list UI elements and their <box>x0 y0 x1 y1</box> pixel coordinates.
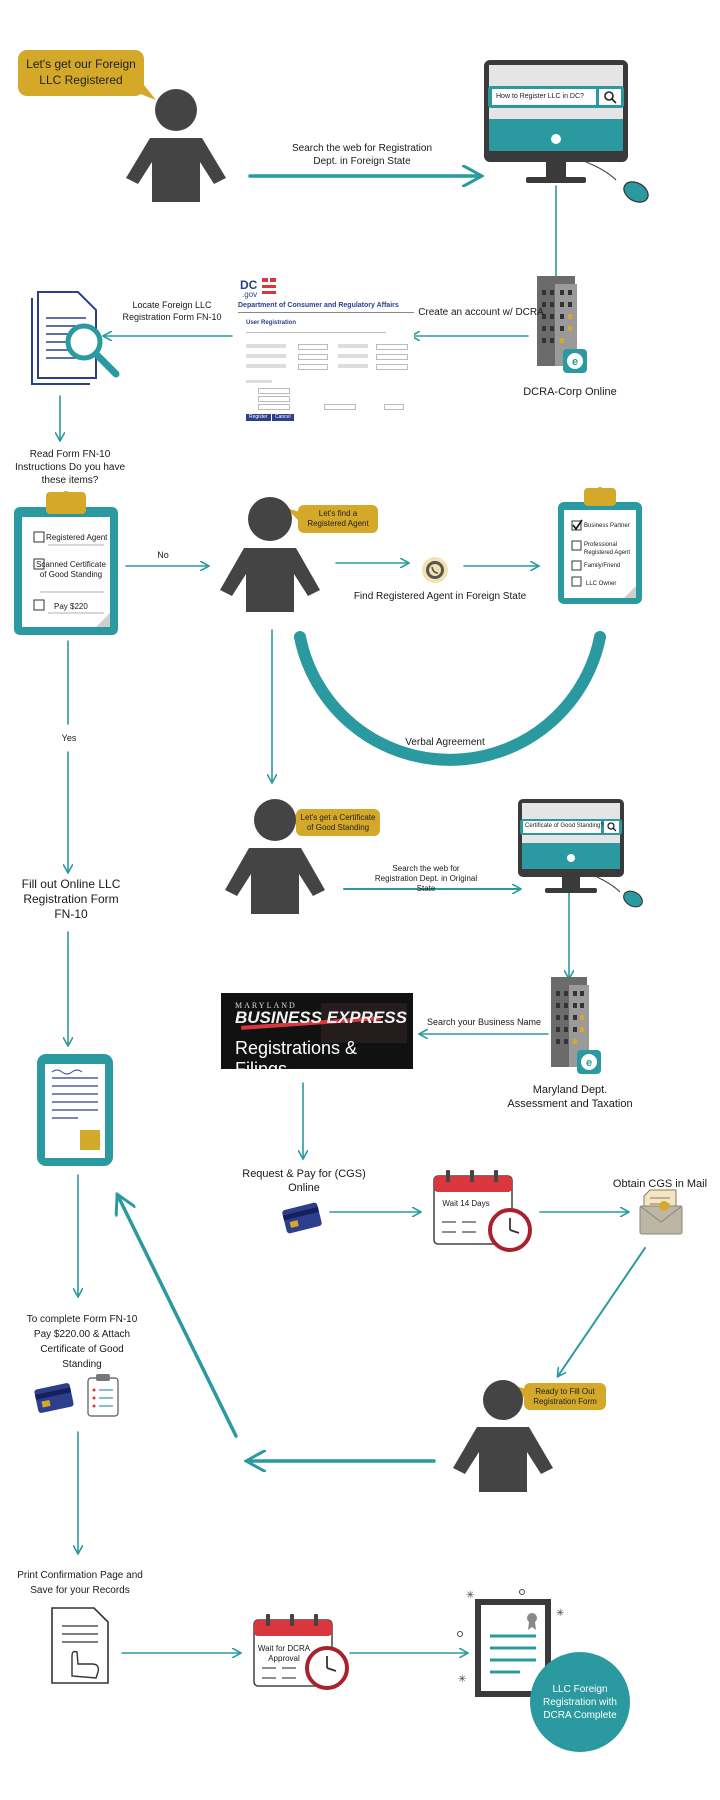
label-find-agent: Find Registered Agent in Foreign State <box>353 591 527 602</box>
monitor2-search-text: Certificate of Good Standing? <box>525 823 604 829</box>
checklist-left-item-1: Registered Agent <box>46 533 108 542</box>
speech-bubble-1 <box>18 50 156 100</box>
credit-card-icon-1 <box>282 1202 322 1234</box>
dcra-logo-gov: .gov <box>242 290 258 299</box>
tablet-form-icon <box>37 1054 113 1166</box>
svg-text:e: e <box>586 1057 592 1069</box>
credit-card-icon-2 <box>34 1383 74 1413</box>
mail-envelope-icon <box>639 1189 683 1235</box>
label-read-form: Read Form FN-10 Instructions Do you have… <box>14 449 126 486</box>
bubble-ready-text: Ready to Fill Out Registration Form <box>533 1387 597 1406</box>
svg-text:✳: ✳ <box>466 1590 474 1601</box>
computer-monitor-icon-1 <box>484 60 649 203</box>
checklist-left-item-3: Pay $220 <box>54 602 88 611</box>
label-to-complete: To complete Form FN-10 Pay $220.00 & Att… <box>26 1314 138 1370</box>
receipt-icon <box>87 1374 119 1417</box>
label-locate-form: Locate Foreign LLC Registration Form FN-… <box>122 300 222 322</box>
clipboard-checklist-left <box>14 491 118 635</box>
monitor1-search-text: How to Register LLC in DC? <box>496 93 584 100</box>
computer-monitor-icon-2 <box>518 799 643 908</box>
arrow-big-diagonal <box>118 1196 238 1438</box>
person-icon-1 <box>126 89 226 202</box>
bubble-registered-agent-text: Let's find a Registered Agent <box>307 509 369 528</box>
arrow-mail-to-person4 <box>558 1247 646 1376</box>
banner-bottom-text: Registrations & Filings <box>235 1038 358 1069</box>
person-icon-2 <box>220 497 320 612</box>
dcra-form-section: User Registration <box>246 320 297 326</box>
svg-text:✳: ✳ <box>458 1674 466 1685</box>
office-building-icon-2: e <box>551 977 601 1074</box>
checklist-right-item-4: LLC Owner <box>586 581 617 587</box>
label-yes: Yes <box>61 733 77 743</box>
label-search-foreign-state: Search the web for Registration Dept. in… <box>291 143 433 167</box>
calendar-clock-icon-1 <box>433 1170 532 1252</box>
calendar1-text: Wait 14 Days <box>442 1199 490 1208</box>
phone-icon <box>422 557 448 583</box>
completion-text: LLC Foreign Registration with DCRA Compl… <box>543 1684 617 1721</box>
svg-text:e: e <box>572 356 578 368</box>
label-verbal-agreement: Verbal Agreement <box>405 737 485 748</box>
calendar-clock-icon-2 <box>253 1614 349 1690</box>
label-create-account: Create an account w/ DCRA <box>418 307 544 318</box>
person-icon-3 <box>225 799 325 914</box>
maryland-business-express-banner: MARYLAND BUSINESS EXPRESS Registrations … <box>221 993 413 1069</box>
completion-circle <box>530 1652 630 1752</box>
label-maryland-dept: Maryland Dept. Assessment and Taxation <box>507 1084 633 1110</box>
document-magnifier-icon <box>31 291 120 385</box>
person-icon-4 <box>453 1380 553 1492</box>
label-search-business: Search your Business Name <box>426 1017 542 1027</box>
dcra-register-button[interactable]: Register <box>246 414 271 421</box>
banner-top-text: MARYLAND <box>235 1001 297 1010</box>
checklist-right-item-1: Business Partner <box>584 523 630 529</box>
checklist-right-item-2: Professional Registered Agent <box>584 542 631 556</box>
dcra-form-title: Department of Consumer and Regulatory Af… <box>238 302 399 309</box>
bubble-foreign-llc-text: Let's get our Foreign LLC Registered <box>26 57 136 87</box>
dcra-cancel-button[interactable]: Cancel <box>272 414 294 421</box>
label-print-confirmation: Print Confirmation Page and Save for you… <box>17 1570 143 1596</box>
banner-middle-text: BUSINESS EXPRESS <box>235 1008 407 1027</box>
label-no: No <box>157 550 169 560</box>
label-request-pay: Request & Pay for (CGS) Online <box>242 1168 366 1194</box>
label-dcra-corp-online: DCRA-Corp Online <box>523 386 617 398</box>
connectors <box>60 176 646 1653</box>
checklist-right-item-3: Family/Friend <box>584 563 621 569</box>
office-building-icon-1: e <box>537 276 587 373</box>
dcra-registration-form: DC .gov Department of Consumer and Regul… <box>238 276 414 424</box>
svg-text:✳: ✳ <box>556 1608 564 1619</box>
label-obtain-cgs: Obtain CGS in Mail <box>612 1178 708 1190</box>
bubble-certificate-text: Let's get a Certificate of Good Standing <box>300 813 376 832</box>
print-page-icon <box>51 1607 109 1684</box>
verbal-agreement-arc <box>294 631 606 766</box>
label-search-original-state: Search the web for Registration Dept. in… <box>374 864 478 893</box>
label-fill-out: Fill out Online LLC Registration Form FN… <box>21 877 121 921</box>
clipboard-checklist-right <box>558 487 642 604</box>
checklist-left-item-2: Scanned Certificate of Good Standing <box>36 560 106 579</box>
calendar2-text: Wait for DCRA Approval <box>257 1644 311 1663</box>
dcra-logo-dc: DC <box>240 278 258 292</box>
